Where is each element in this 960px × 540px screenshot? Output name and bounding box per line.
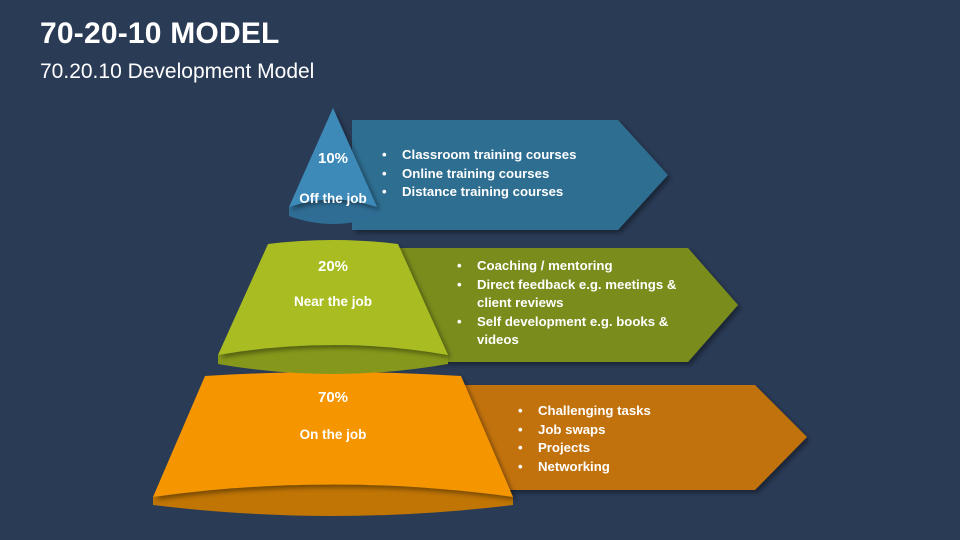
list-item-label: Online training courses — [402, 165, 550, 181]
bullet-icon: • — [382, 184, 387, 199]
tier-2-trapezoid-shadow — [218, 345, 448, 374]
list-item: • Job swaps — [518, 421, 758, 440]
bullet-icon: • — [457, 276, 462, 292]
bullet-icon: • — [518, 421, 523, 437]
tier-2-percent: 20% — [317, 258, 349, 275]
list-item: • Networking — [518, 458, 758, 477]
list-item: • Self development e.g. books & videos — [457, 313, 687, 350]
tier-3-bullet-list: • Challenging tasks • Job swaps • Projec… — [518, 402, 758, 476]
list-item-label: Classroom training courses — [402, 147, 577, 162]
list-item-label: Job swaps — [538, 421, 606, 437]
list-item: • Distance training courses — [382, 183, 642, 202]
tier-1-percent: 10% — [317, 150, 349, 167]
list-item-label: Self development e.g. books & videos — [477, 313, 669, 348]
tier-2-trapezoid — [218, 240, 448, 355]
list-item-label: Challenging tasks — [538, 403, 651, 418]
tier-2-name: Near the job — [293, 294, 372, 309]
tier-2-bullet-list: • Coaching / mentoring • Direct feedback… — [457, 257, 687, 350]
tier-1-name: Off the job — [299, 191, 367, 206]
tier-1-banner-arrow — [352, 120, 668, 230]
list-item: • Projects — [518, 439, 758, 458]
bullet-icon: • — [518, 440, 523, 455]
tier-1-triangle — [289, 108, 377, 207]
bullet-icon: • — [457, 258, 462, 273]
tier-3-percent: 70% — [317, 389, 349, 406]
tier-3-shape-group — [153, 372, 807, 516]
tier-3-banner-arrow — [430, 385, 807, 490]
tier-2-banner-arrow — [400, 248, 738, 362]
list-item-label: Direct feedback e.g. meetings & client r… — [477, 276, 677, 311]
bullet-icon: • — [457, 313, 462, 329]
list-item-label: Distance training courses — [402, 184, 564, 199]
tier-3-trapezoid-shadow — [153, 484, 513, 516]
bullet-icon: • — [518, 458, 523, 474]
tier-1-shape-group — [289, 108, 668, 230]
bullet-icon: • — [382, 147, 387, 162]
list-item-label: Projects — [538, 440, 591, 455]
list-item: • Classroom training courses — [382, 146, 642, 165]
list-item-label: Networking — [538, 458, 610, 474]
tier-1-bullet-list: • Classroom training courses • Online tr… — [382, 146, 642, 202]
bullet-icon: • — [382, 165, 387, 181]
tier-1-triangle-shadow — [289, 199, 377, 224]
list-item: • Online training courses — [382, 165, 642, 184]
bullet-icon: • — [518, 403, 523, 418]
page-title: 70-20-10 MODEL — [40, 17, 280, 50]
tier-3-trapezoid — [153, 372, 513, 497]
list-item: • Direct feedback e.g. meetings & client… — [457, 276, 687, 313]
list-item: • Challenging tasks — [518, 402, 758, 421]
page-subtitle: 70.20.10 Development Model — [40, 60, 315, 83]
tier-3-name: On the job — [299, 427, 367, 442]
list-item-label: Coaching / mentoring — [477, 258, 613, 273]
tier-2-shape-group — [218, 240, 738, 374]
list-item: • Coaching / mentoring — [457, 257, 687, 276]
